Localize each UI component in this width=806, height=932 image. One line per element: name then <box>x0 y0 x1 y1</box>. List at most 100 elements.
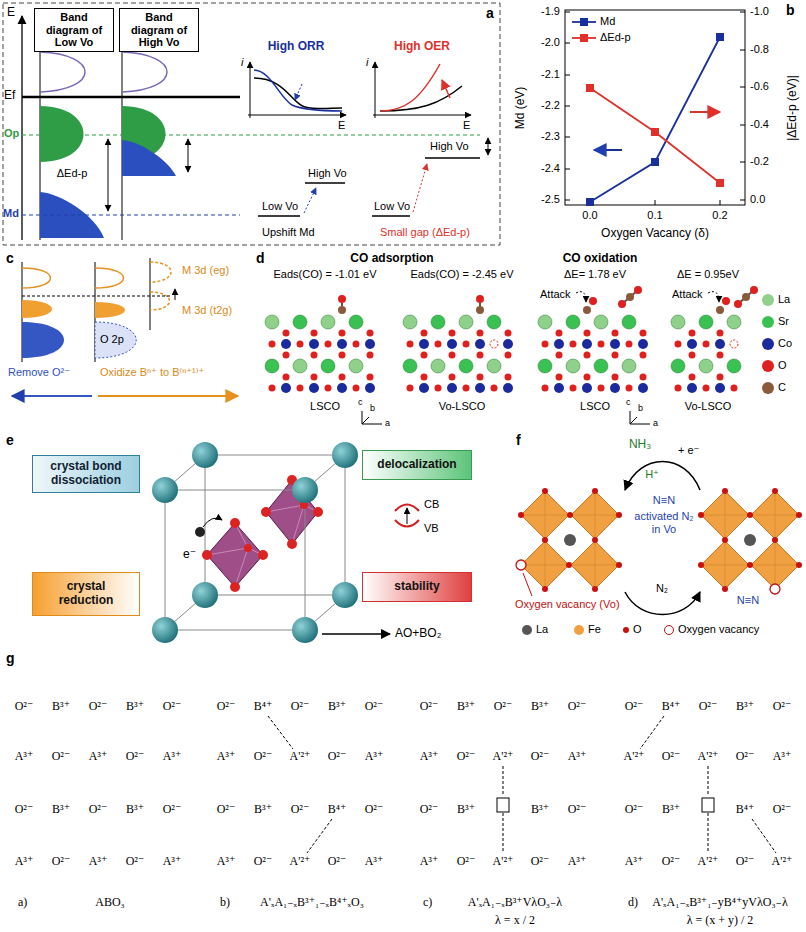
figure-label: Small gap (ΔEd-p) <box>380 226 470 239</box>
panel-f-art <box>516 462 802 615</box>
generated-art <box>265 286 758 393</box>
polyline-shape <box>590 37 720 202</box>
la-sr-atom <box>321 315 335 329</box>
legend-ring <box>664 625 674 635</box>
figure-label: A'²⁺ <box>624 750 645 764</box>
la-sr-atom <box>403 315 417 329</box>
legend-text: Oxygen vacancy <box>678 623 759 636</box>
figure-label: High Vo <box>308 167 347 180</box>
line-shape <box>22 215 240 216</box>
figure-label: O²⁻ <box>457 750 476 764</box>
circle-shape <box>616 562 622 568</box>
circle-shape <box>722 488 728 494</box>
polyline-shape <box>590 88 720 183</box>
figure-label: e⁻ <box>182 548 197 562</box>
rect-shape <box>702 798 714 812</box>
figure-label: A³⁺ <box>15 855 34 869</box>
figure-label: 0.2 <box>712 209 727 222</box>
oxygen-atom <box>325 341 332 348</box>
figure-label: A'²⁺ <box>772 855 793 869</box>
path-shape <box>22 322 64 358</box>
oxygen-atom <box>640 330 647 337</box>
line-shape <box>708 766 709 796</box>
line-shape <box>640 716 664 749</box>
path-shape <box>22 268 51 288</box>
rect-shape <box>716 33 724 41</box>
figure-label: O²⁻ <box>52 855 71 869</box>
figure-label: O²⁻ <box>420 700 439 714</box>
figure-label: A'ₓA₁₋ₓB³⁺₁₋yB⁴⁺yVλO₃₋λ <box>652 896 787 910</box>
figure-label: B³⁺ <box>52 803 70 817</box>
oxygen-atom <box>269 385 276 392</box>
figure-label: Upshift Md <box>262 226 315 239</box>
process-box: crystal bond dissociation <box>32 455 140 493</box>
legend-swatch <box>762 316 774 328</box>
cobalt-atom <box>638 339 648 349</box>
rect-shape <box>651 158 659 166</box>
panel-letter: a <box>486 5 494 21</box>
figure-label: B³⁺ <box>52 700 70 714</box>
circle-shape <box>744 534 756 546</box>
figure-label: B³⁺ <box>662 803 680 817</box>
circle-shape <box>616 512 622 518</box>
path-shape <box>122 52 167 92</box>
figure-label: b <box>370 403 375 413</box>
la-sr-atom <box>538 315 552 329</box>
rect-shape <box>580 18 588 26</box>
oxygen-atom <box>338 295 346 303</box>
figure-label: Remove O²⁻ <box>8 366 70 379</box>
oxygen-atom <box>435 385 442 392</box>
circle-shape <box>195 527 205 537</box>
oxygen-atom <box>449 352 456 359</box>
carbon-atom <box>716 306 724 314</box>
la-sr-atom <box>431 359 445 373</box>
figure-label: -0.8 <box>750 43 769 56</box>
figure-label: A³⁺ <box>89 855 108 869</box>
oxygen-atom <box>435 341 442 348</box>
figure-label: B³⁺ <box>531 803 549 817</box>
rect-shape <box>3 3 500 245</box>
bond-line <box>479 303 481 306</box>
oxygen-atom <box>570 385 577 392</box>
crystal-slab <box>403 295 513 393</box>
figure-label: B³⁺ <box>126 700 144 714</box>
la-sr-atom <box>727 315 741 329</box>
line-shape <box>188 139 189 172</box>
legend-text: ΔEd-p <box>600 31 631 44</box>
figure-label: 0.0 <box>750 193 765 206</box>
carbon-atom <box>626 293 634 301</box>
circle-shape <box>542 586 548 592</box>
circle-shape <box>332 582 358 608</box>
cobalt-atom <box>715 383 725 393</box>
figure-label: O²⁻ <box>420 803 439 817</box>
figure-label: O²⁻ <box>365 700 384 714</box>
figure-label: c <box>626 397 631 407</box>
path-shape <box>625 592 700 615</box>
cobalt-atom <box>610 383 620 393</box>
figure-label: i <box>366 56 368 69</box>
oxygen-atom <box>311 352 318 359</box>
oxygen-atom <box>477 330 484 337</box>
figure-label: M 3d (eg) <box>182 264 229 277</box>
figure-label: O²⁻ <box>328 750 347 764</box>
figure-label: O²⁻ <box>126 750 145 764</box>
cobalt-atom <box>503 383 513 393</box>
la-sr-atom <box>265 359 279 373</box>
line-shape <box>98 395 238 397</box>
line-shape <box>268 716 293 749</box>
g-shape <box>202 475 323 592</box>
circle-shape <box>202 550 212 560</box>
box-text: stability <box>368 580 466 594</box>
line-shape <box>322 633 390 635</box>
oxygen-atom <box>367 330 374 337</box>
figure-label: O²⁻ <box>625 803 644 817</box>
figure-label: O²⁻ <box>15 803 34 817</box>
circle-shape <box>722 586 728 592</box>
figure-label: Op <box>4 127 19 140</box>
figure-label: -2.0 <box>541 36 560 49</box>
oxygen-atom <box>675 385 682 392</box>
path-shape <box>40 106 84 162</box>
oxygen-atom <box>407 385 414 392</box>
oxygen-atom <box>463 341 470 348</box>
line-shape <box>425 157 480 159</box>
